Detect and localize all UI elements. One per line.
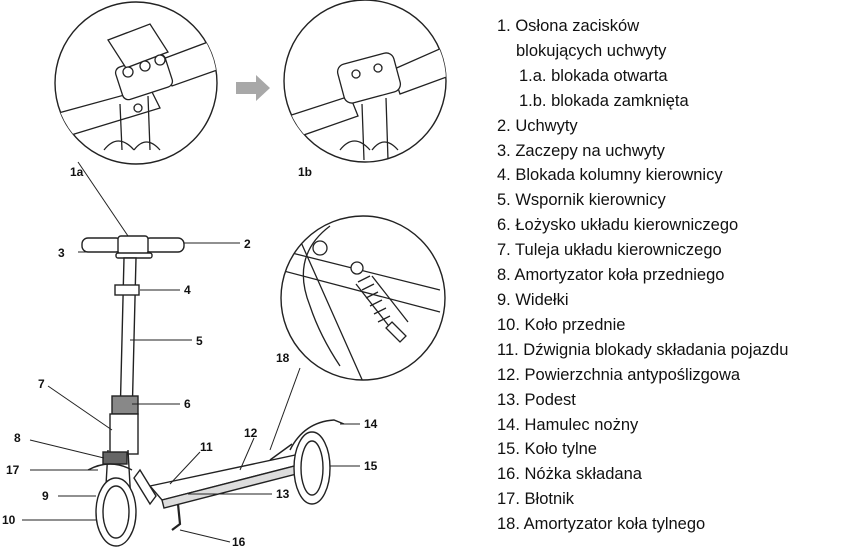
legend-item: 13. Podest xyxy=(497,390,576,409)
detail-circle-rear-shock xyxy=(280,215,446,381)
callout-16: 16 xyxy=(232,535,246,549)
legend-item: 2. Uchwyty xyxy=(497,116,578,135)
legend-item: 4. Blokada kolumny kierownicy xyxy=(497,166,723,185)
scooter-body xyxy=(81,235,345,547)
legend-item: 15. Koło tylne xyxy=(497,440,597,459)
legend-item: 1. Osłona zacisków xyxy=(497,17,640,35)
legend-item: blokujących uchwyty xyxy=(516,41,667,60)
callout-4: 4 xyxy=(184,283,191,297)
legend-item: 3. Zaczepy na uchwyty xyxy=(497,141,665,160)
legend-item: 16. Nóżka składana xyxy=(497,465,642,484)
callout-6: 6 xyxy=(184,397,191,411)
legend-item: 5. Wspornik kierownicy xyxy=(497,191,666,210)
arrow-icon xyxy=(236,75,270,101)
callout-17: 17 xyxy=(6,463,20,477)
scooter-diagram: 1a 1b 2 3 4 5 6 7 8 9 10 11 12 13 14 15 … xyxy=(2,0,447,549)
legend-item: 14. Hamulec nożny xyxy=(497,415,639,434)
callout-1a: 1a xyxy=(70,165,84,179)
legend-item: 6. Łożysko układu kierowniczego xyxy=(497,216,739,235)
callout-13: 13 xyxy=(276,487,290,501)
legend-item: 7. Tuleja układu kierowniczego xyxy=(497,241,722,260)
legend-item: 8. Amortyzator koła przedniego xyxy=(497,266,725,285)
callout-3: 3 xyxy=(58,246,65,260)
callout-12: 12 xyxy=(244,426,258,440)
legend-item: 11. Dźwignia blokady składania pojazdu xyxy=(497,340,789,359)
callout-9: 9 xyxy=(42,489,49,503)
callout-15: 15 xyxy=(364,459,378,473)
parts-legend: 1. Osłona zacisków blokujących uchwyty 1… xyxy=(497,14,842,537)
callout-11: 11 xyxy=(200,440,213,454)
legend-item: 17. Błotnik xyxy=(497,490,575,509)
callout-7: 7 xyxy=(38,377,45,391)
legend-item: 1.a. blokada otwarta xyxy=(519,66,668,85)
legend-item: 1.b. blokada zamknięta xyxy=(519,91,689,110)
callout-10: 10 xyxy=(2,513,16,527)
callout-14: 14 xyxy=(364,417,378,431)
callout-1b: 1b xyxy=(298,165,312,179)
callout-18: 18 xyxy=(276,351,290,365)
leader-lines xyxy=(22,161,360,543)
shock-spring xyxy=(355,275,409,331)
legend-item: 12. Powierzchnia antypoślizgowa xyxy=(497,365,741,384)
legend-item: 18. Amortyzator koła tylnego xyxy=(497,515,706,534)
detail-circle-1a xyxy=(54,1,218,165)
callout-5: 5 xyxy=(196,334,203,348)
legend-item: 10. Koło przednie xyxy=(497,315,626,334)
callout-2: 2 xyxy=(244,237,251,251)
callout-8: 8 xyxy=(14,431,21,445)
detail-circle-1b xyxy=(283,0,447,163)
legend-item: 9. Widełki xyxy=(497,290,569,309)
